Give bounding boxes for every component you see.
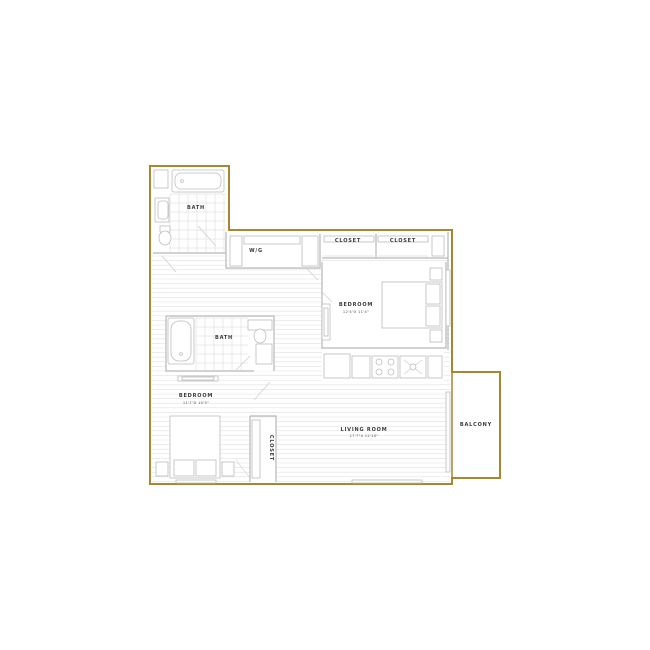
bath-mid-label: BATH <box>215 335 233 341</box>
closet-1-label: CLOSET <box>335 238 361 244</box>
bedroom-left-label: BEDROOM <box>179 393 213 399</box>
closet-vertical-label: CLOSET <box>268 435 274 461</box>
bedroom-right-label: BEDROOM <box>339 302 373 308</box>
wic-label: W/G <box>249 248 263 254</box>
bath-tiles <box>169 193 248 370</box>
living-room-label: LIVING ROOM <box>341 427 388 433</box>
living-room-dimensions: 17'7"X 12'10" <box>350 434 379 438</box>
bath-top-label: BATH <box>187 205 205 211</box>
bedroom-right-furniture <box>321 267 443 343</box>
bedroom-left-dimensions: 11'7"X 10'5" <box>183 401 209 405</box>
wic-fixtures <box>229 235 319 281</box>
bedroom-right-dimensions: 12'4"X 11'4" <box>343 310 369 314</box>
living-windows <box>351 269 451 484</box>
balcony-label: BALCONY <box>460 422 492 428</box>
closet-2-label: CLOSET <box>390 238 416 244</box>
bath-top-fixtures <box>153 169 225 273</box>
balcony-outline <box>451 371 501 479</box>
room-labels: BATH W/G CLOSET CLOSET BEDROOM 12'4"X 11… <box>179 205 492 461</box>
bath-mid-fixtures <box>167 317 273 401</box>
kitchen-fixtures <box>323 353 443 379</box>
closet-fixtures <box>323 235 445 257</box>
bedroom-left-furniture <box>155 415 261 484</box>
